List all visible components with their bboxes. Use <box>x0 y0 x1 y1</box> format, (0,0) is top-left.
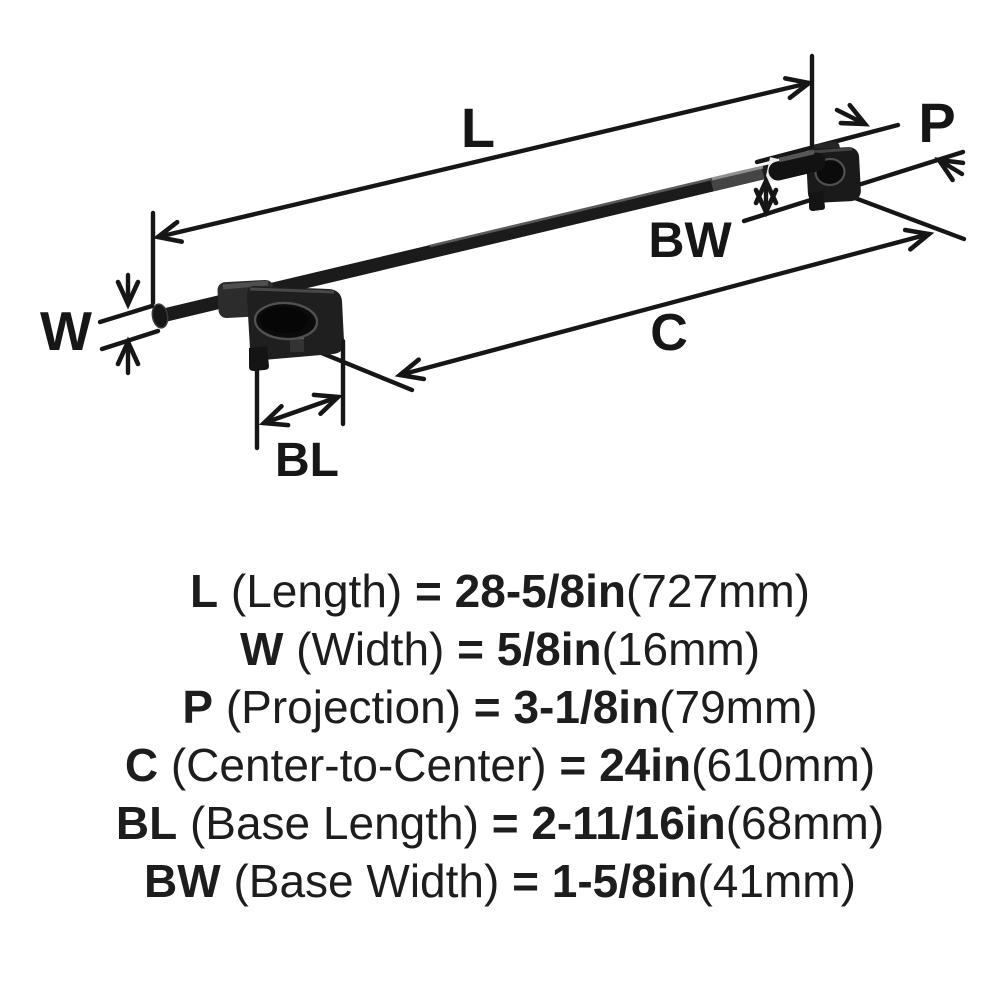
spec-line-width: W (Width) = 5/8in(16mm) <box>0 620 1000 678</box>
spec-name: (Length) <box>218 565 416 617</box>
spec-metric: (68mm) <box>725 797 885 849</box>
dimension-lines <box>97 53 966 451</box>
spec-value: = 24in <box>559 739 692 791</box>
spec-name: (Base Length) <box>177 797 492 849</box>
spec-line-center: C (Center-to-Center) = 24in(610mm) <box>0 736 1000 794</box>
base-length-arrow <box>258 392 344 428</box>
spec-name: (Width) <box>283 623 458 675</box>
right-post-foot <box>809 191 825 211</box>
spec-metric: (79mm) <box>659 681 818 733</box>
dimension-label-length: L <box>461 96 495 159</box>
left-post-foot <box>249 346 269 371</box>
width-tangent-upper <box>97 303 155 325</box>
spec-metric: (610mm) <box>691 739 876 791</box>
left-post-notch <box>290 338 304 352</box>
center-dimension-line <box>394 227 935 382</box>
projection-arrow-upper <box>834 102 870 127</box>
dimension-label-projection: P <box>918 91 955 154</box>
spec-value: = 28-5/8in <box>415 565 626 617</box>
towel-bar-illustration <box>151 141 861 371</box>
right-post <box>765 141 861 211</box>
length-dimension-line <box>152 76 815 244</box>
projection-arrow-lower <box>934 157 966 183</box>
spec-line-base-width: BW (Base Width) = 1-5/8in(41mm) <box>0 852 1000 910</box>
dimension-label-base-length: BL <box>275 434 339 487</box>
spec-abbr: L <box>190 565 219 617</box>
spec-abbr: BL <box>115 797 178 849</box>
dimension-label-center: C <box>650 304 688 362</box>
rod-sleeve <box>768 152 826 181</box>
dimension-label-width: W <box>40 300 92 362</box>
spec-value: = 1-5/8in <box>512 855 698 907</box>
spec-line-base-length: BL (Base Length) = 2-11/16in(68mm) <box>0 794 1000 852</box>
dimension-label-base-width: BW <box>648 212 732 268</box>
towel-bar-dimension-diagram: L P BW C W BL <box>40 53 967 487</box>
spec-line-length: L (Length) = 28-5/8in(727mm) <box>0 562 1000 620</box>
spec-abbr: C <box>124 739 159 791</box>
right-post-plate-top-edge <box>811 147 853 154</box>
left-post <box>217 279 345 371</box>
spec-line-projection: P (Projection) = 3-1/8in(79mm) <box>0 678 1000 736</box>
left-post-recess-inner <box>260 306 308 334</box>
spec-metric: (727mm) <box>625 565 810 617</box>
spec-abbr: W <box>239 623 284 675</box>
spec-name: (Center-to-Center) <box>158 739 560 791</box>
center-extension-right <box>836 189 967 242</box>
left-post-bracket-highlight <box>222 280 269 290</box>
spec-name: (Base Width) <box>220 855 513 907</box>
rod-metal-segment <box>710 166 765 192</box>
spec-abbr: BW <box>144 855 221 907</box>
spec-name: (Projection) <box>213 681 474 733</box>
rod-left-end-cap <box>151 303 169 329</box>
left-post-plate-top-edge <box>249 287 335 294</box>
spec-value: = 3-1/8in <box>473 681 660 733</box>
spec-abbr: P <box>182 681 214 733</box>
spec-metric: (41mm) <box>697 855 856 907</box>
dimension-spec-list: L (Length) = 28-5/8in(727mm) W (Width) =… <box>0 562 1000 910</box>
spec-value: = 2-11/16in <box>491 797 726 849</box>
spec-value: = 5/8in <box>457 623 602 675</box>
spec-metric: (16mm) <box>601 623 761 675</box>
